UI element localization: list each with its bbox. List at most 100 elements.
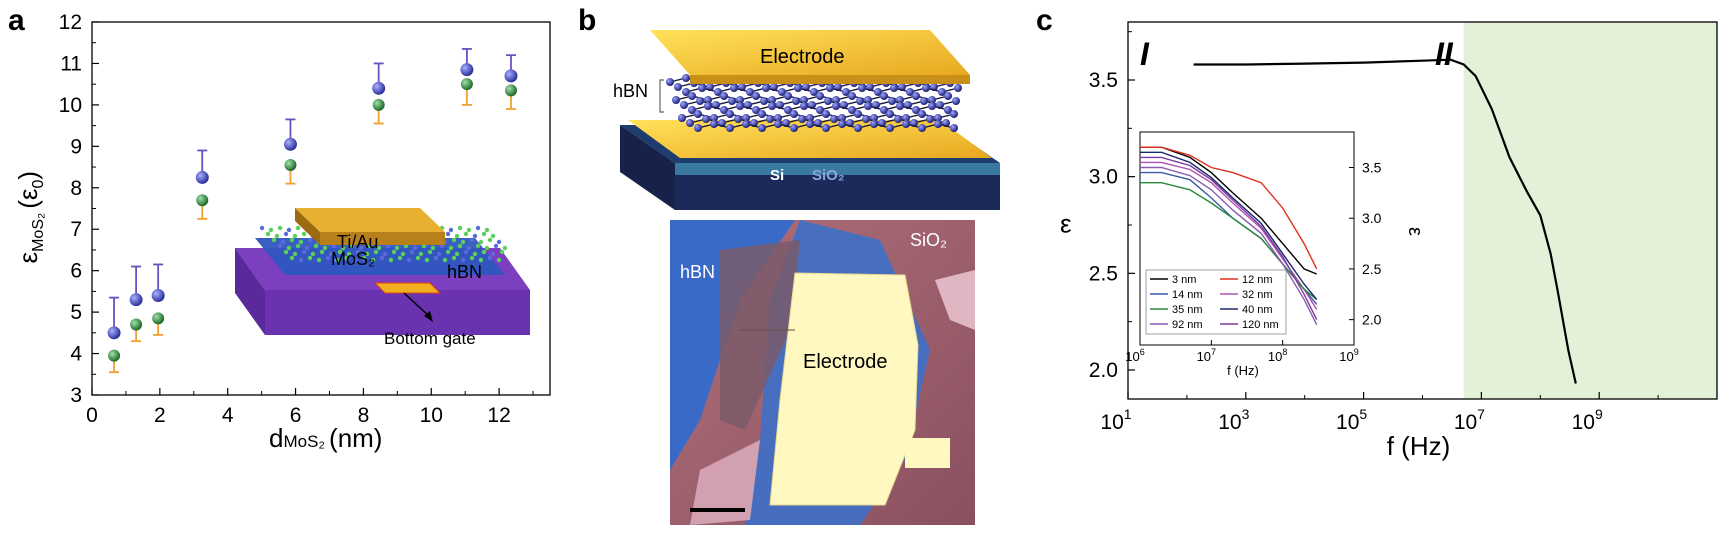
inset-x-tick-label: 108: [1268, 347, 1287, 364]
label-hbn: hBN: [447, 262, 482, 282]
data-point-green: [130, 318, 143, 331]
lattice-atom: [451, 237, 457, 243]
lattice-atom: [268, 227, 274, 233]
lattice-atom: [424, 257, 430, 263]
electrode-pad: [769, 272, 919, 506]
hbn-atom: [826, 84, 834, 92]
hbn-atom: [680, 101, 688, 109]
legend-label: 3 nm: [1172, 274, 1196, 286]
hbn-atom: [920, 97, 928, 105]
hbn-atom: [886, 110, 894, 118]
bottom-electrode: [628, 120, 992, 158]
lattice-atom: [466, 245, 472, 251]
lattice-atom: [361, 255, 367, 261]
lattice-atom: [499, 249, 505, 255]
lattice-atom: [478, 239, 484, 245]
lattice-atom: [454, 233, 460, 239]
hbn-atom: [858, 84, 866, 92]
hbn-atom: [734, 115, 742, 123]
x-tick-label: 0: [86, 404, 98, 427]
hbn-atom: [918, 124, 926, 132]
hbn-atom: [822, 124, 830, 132]
inset-series-line: [1140, 166, 1318, 326]
lattice-atom: [325, 255, 331, 261]
hbn-atom: [912, 92, 920, 100]
lattice-atom: [289, 237, 295, 243]
inset-series-line: [1140, 156, 1318, 320]
lattice-atom: [286, 227, 292, 233]
lattice-atom: [472, 251, 478, 257]
label-hbn-b: hBN: [613, 81, 648, 101]
top-electrode-side: [320, 232, 445, 245]
hbn-atom: [880, 106, 888, 114]
hbn-atom: [678, 114, 686, 122]
lattice-atom: [346, 251, 352, 257]
lattice-atom: [373, 249, 379, 255]
hbn-atom: [874, 88, 882, 96]
hbn-atom: [768, 102, 776, 110]
hbn-atom: [934, 120, 942, 128]
hbn-atom: [822, 110, 830, 118]
scale-bar: [690, 508, 745, 512]
data-point-green: [152, 312, 165, 325]
hbn-atom: [728, 97, 736, 105]
hbn-atom: [816, 92, 824, 100]
lattice-atom: [430, 245, 436, 251]
lattice-atom: [376, 245, 382, 251]
lattice-atom: [418, 251, 424, 257]
hbn-atom: [778, 88, 786, 96]
hbn-atom: [824, 97, 832, 105]
lattice-atom: [475, 225, 481, 231]
data-point-green: [372, 98, 385, 111]
lattice-atom: [442, 257, 448, 263]
lattice-atom: [334, 257, 340, 263]
hbn-atom: [790, 110, 798, 118]
hbn-atom: [816, 106, 824, 114]
lattice-atom: [487, 237, 493, 243]
hbn-atom: [800, 102, 808, 110]
y-tick-label: 6: [70, 260, 82, 283]
inset-x-tick-label: 107: [1197, 347, 1216, 364]
hbn-atom: [752, 106, 760, 114]
lattice-atom: [301, 249, 307, 255]
lattice-atom: [487, 255, 493, 261]
hbn-atom: [746, 88, 754, 96]
lattice-atom: [427, 249, 433, 255]
lattice-atom: [292, 233, 298, 239]
lattice-atom: [364, 251, 370, 257]
lattice-atom: [415, 255, 421, 261]
x-tick-label: 103: [1218, 406, 1249, 434]
y-tick-label: 7: [70, 218, 82, 241]
hbn-bond: [681, 113, 955, 119]
lattice-atom: [277, 243, 283, 249]
label-si: Si: [770, 167, 784, 184]
hbn-atom: [784, 106, 792, 114]
label-ti-au: Ti/Au: [337, 232, 378, 252]
lattice-atom: [469, 255, 475, 261]
x-tick-label: 107: [1454, 406, 1485, 434]
data-point-blue: [129, 293, 143, 307]
y-tick-label: 11: [60, 52, 82, 75]
hbn-atom: [842, 88, 850, 96]
lattice-atom: [484, 227, 490, 233]
data-point-green: [108, 349, 121, 362]
y-tick-label: 9: [70, 135, 82, 158]
data-point-green: [196, 194, 209, 207]
hbn-flake: [670, 220, 795, 470]
lattice-atom: [412, 245, 418, 251]
hbn-atom: [848, 106, 856, 114]
inset-y-tick-label: 2.0: [1362, 312, 1382, 328]
hbn-atom: [736, 102, 744, 110]
lattice-atom: [265, 231, 271, 237]
hbn-atom: [686, 119, 694, 127]
inset-series-line: [1140, 151, 1318, 300]
hbn-lattice: [666, 74, 962, 132]
lattice-atom: [478, 257, 484, 263]
panel-label-b: b: [578, 4, 596, 37]
y-axis-label: εMoS₂(ε0): [13, 171, 47, 264]
lattice-atom: [484, 245, 490, 251]
hbn-atom: [790, 124, 798, 132]
data-point-green: [504, 84, 517, 97]
